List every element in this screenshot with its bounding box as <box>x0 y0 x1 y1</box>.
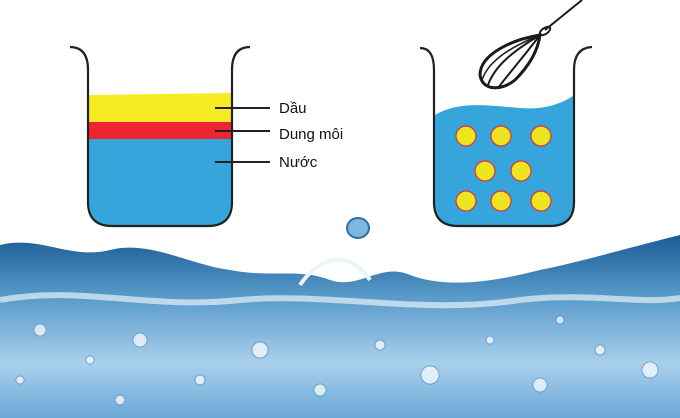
solvent-layer <box>89 122 232 139</box>
oil-layer <box>89 93 232 122</box>
beaker-outline <box>69 45 251 228</box>
layered-beaker: Dầu Dung môi Nước <box>69 45 343 228</box>
label-water: Nước <box>279 154 318 171</box>
oil-droplets <box>455 125 552 212</box>
water-splash-background <box>0 217 680 418</box>
label-oil: Dầu <box>279 100 307 117</box>
water-layer <box>89 139 232 225</box>
whisk-icon <box>478 0 583 90</box>
label-solvent: Dung môi <box>279 126 343 143</box>
emulsion-beaker <box>419 0 593 228</box>
beaker-outline <box>419 45 593 228</box>
